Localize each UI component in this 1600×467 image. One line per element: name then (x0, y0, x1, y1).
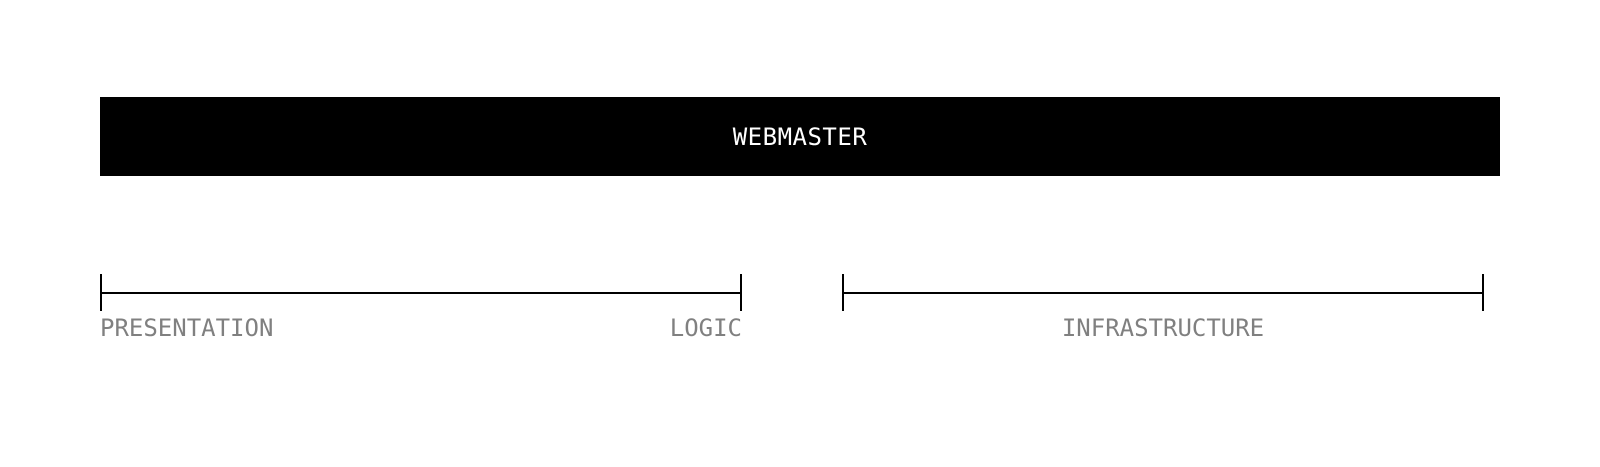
bracket-line (844, 291, 1482, 294)
webmaster-label: WEBMASTER (732, 122, 868, 151)
bracket-line (102, 291, 740, 294)
range-presentation-logic: PRESENTATION LOGIC (100, 274, 742, 342)
webmaster-bar: WEBMASTER (100, 97, 1500, 176)
presentation-logic-labels: PRESENTATION LOGIC (100, 314, 742, 342)
range-infrastructure: INFRASTRUCTURE (842, 274, 1484, 342)
infrastructure-labels: INFRASTRUCTURE (842, 314, 1484, 342)
presentation-logic-bracket (100, 274, 742, 311)
range-label-infrastructure: INFRASTRUCTURE (1061, 314, 1265, 342)
range-label-logic: LOGIC (669, 314, 742, 342)
infrastructure-bracket (842, 274, 1484, 311)
range-label-presentation: PRESENTATION (100, 314, 274, 342)
